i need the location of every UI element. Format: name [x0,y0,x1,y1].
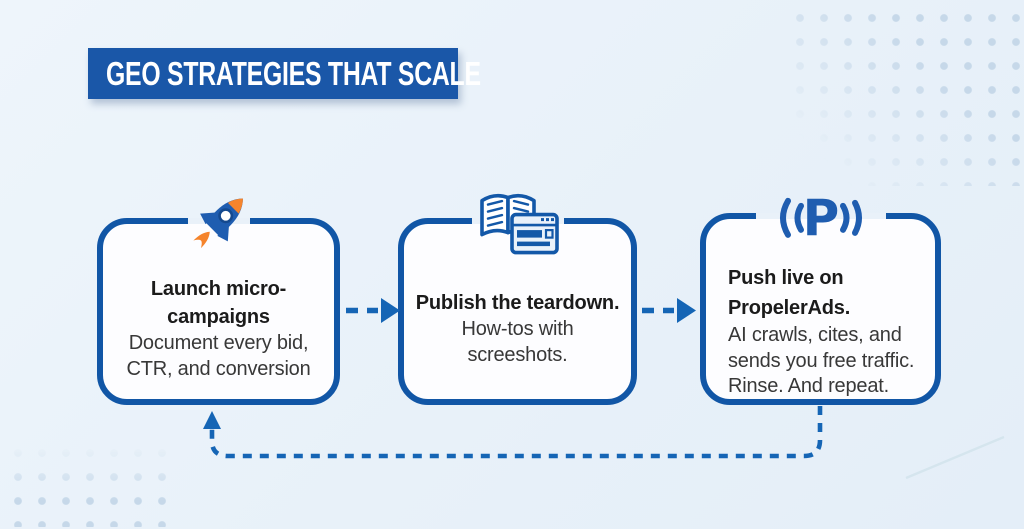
step-body-line: AI crawls, cites, and [728,324,902,346]
step-heading: Publish the teardown. [415,292,620,314]
step-body-line: CTR, and conversion [126,357,311,380]
dot-pattern-bottom-left [6,441,181,527]
arrow-step1-to-step2 [346,298,400,323]
svg-text:P: P [802,189,839,247]
step-box-push-live: P Push live on PropelerAds. AI crawls, c… [700,189,941,405]
step-box-launch: Launch micro-campaigns Document every bi… [97,198,340,405]
arrow-loop-back [203,406,823,459]
step-body-line: sends you free traffic. [728,349,915,372]
step-body-line: How-tos with [461,318,574,340]
decorative-line [905,435,1005,480]
step-box-publish: Publish the teardown. How-tos with scree… [398,193,637,405]
dot-pattern-top-right [788,6,1020,186]
propellerads-logo-icon: P [765,189,877,247]
border-gap [755,213,886,219]
book-screenshot-icon [475,188,561,258]
title-banner: GEO STRATEGIES THAT SCALE [88,48,481,99]
rocket-icon [181,184,257,260]
step-heading: PropelerAds. [728,297,851,319]
step-body-line: Document every bid, [128,332,309,354]
step-body-line: Rinse. And repeat. [728,375,889,397]
step-heading: Push live on [728,267,844,289]
page-title: GEO STRATEGIES THAT SCALE [106,54,481,92]
arrow-step2-to-step3 [642,298,696,323]
step-heading: Launch micro-campaigns [150,278,287,328]
step-body-line: screeshots. [467,343,568,366]
